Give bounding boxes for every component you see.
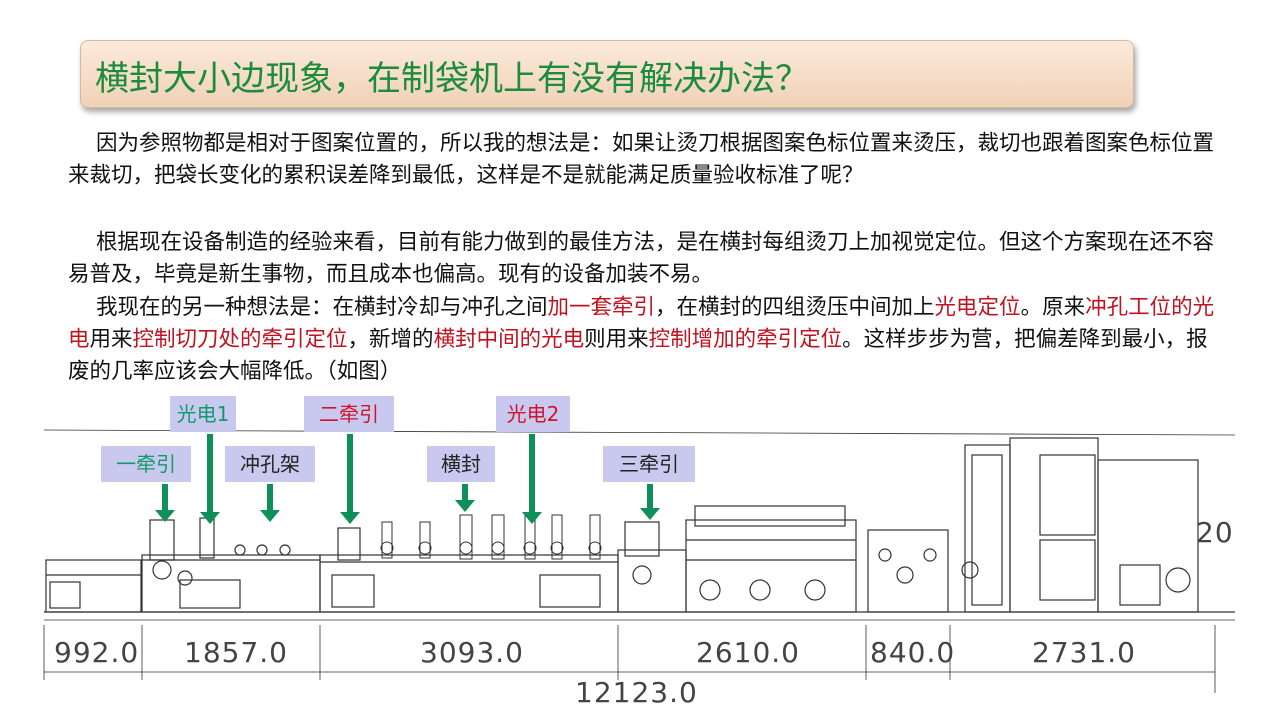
p3-highlight-4: 控制切刀处的牵引定位 [132, 327, 348, 352]
label-guangdian1: 光电1 [170, 396, 236, 432]
p3-text-2: ，在横封的四组烫压中间加上 [655, 295, 935, 320]
label-erqianyin: 二牵引 [304, 396, 394, 432]
p3-text-5: ，新增的 [347, 327, 434, 352]
dimension-6: 2731.0 [1032, 636, 1136, 669]
arrow-sanqianyin [640, 484, 660, 520]
dimension-3: 3093.0 [420, 636, 524, 669]
label-sanqianyin: 三牵引 [603, 446, 695, 482]
p3-highlight-1: 加一套牵引 [547, 295, 656, 320]
paragraph-1: 因为参照物都是相对于图案位置的，所以我的想法是：如果让烫刀根据图案色标位置来烫压… [68, 131, 1215, 188]
paragraph-3: 我现在的另一种想法是：在横封冷却与冲孔之间加一套牵引，在横封的四组烫压中间加上光… [68, 292, 1216, 388]
machine-drawing [43, 429, 1236, 693]
title-banner: 横封大小边现象，在制袋机上有没有解决办法？ [80, 40, 1134, 108]
arrow-hengfeng [455, 484, 475, 512]
label-hengfeng: 横封 [427, 446, 495, 482]
label-chongkongjia: 冲孔架 [225, 446, 315, 482]
label-yiqianyin: 一牵引 [101, 446, 191, 482]
arrow-guangdian1 [200, 434, 220, 524]
p3-highlight-5: 横封中间的光电 [433, 327, 585, 352]
p3-highlight-2: 光电定位 [934, 295, 1021, 320]
p3-text-4: 用来 [89, 327, 133, 352]
slide-title: 横封大小边现象，在制袋机上有没有解决办法？ [95, 59, 809, 99]
p3-highlight-3: 冲孔工位的光电 [68, 295, 1215, 352]
dimension-4: 2610.0 [696, 636, 800, 669]
arrow-erqianyin [340, 434, 360, 524]
paragraph-2: 根据现在设备制造的经验来看，目前有能力做到的最佳方法，是在横封每组烫刀上加视觉定… [68, 230, 1215, 287]
side-dimension-label: 20 [1196, 516, 1234, 549]
dimension-5: 840.0 [870, 636, 956, 669]
p3-text-7: 。这样步步为营，把偏差降到最小，报废的几率应该会大幅降低。（如图） [68, 327, 1208, 384]
p3-text-6: 则用来 [584, 327, 649, 352]
arrow-yiqianyin [155, 484, 175, 522]
arrow-chongkongjia [260, 484, 280, 522]
dimension-2: 1857.0 [184, 636, 288, 669]
p3-text-3: 。原来 [1020, 295, 1086, 320]
dimension-1: 992.0 [54, 636, 140, 669]
label-guangdian2: 光电2 [496, 396, 570, 432]
arrow-guangdian2 [522, 434, 542, 524]
p3-highlight-6: 控制增加的牵引定位 [648, 327, 843, 352]
p3-text-1: 我现在的另一种想法是：在横封冷却与冲孔之间 [96, 295, 548, 320]
